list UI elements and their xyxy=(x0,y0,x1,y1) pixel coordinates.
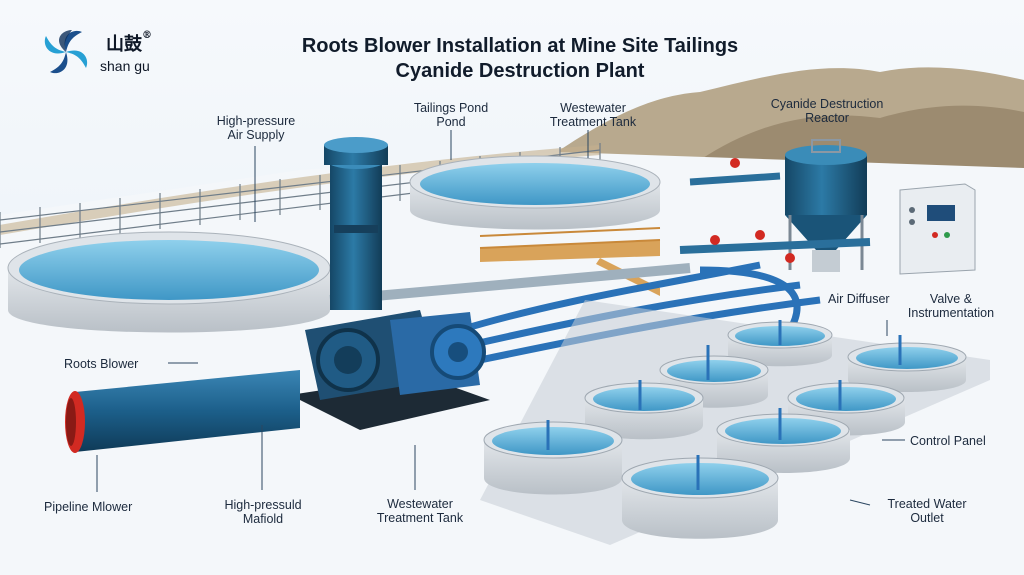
label-pipeline-blower: Pipeline Mlower xyxy=(44,500,133,514)
mountain-foothills xyxy=(700,105,1024,175)
pipeline-blower xyxy=(65,370,300,453)
label-wastewater-tank-bottom: Westewater Treatment Tank xyxy=(376,497,464,525)
label-valve-instrumentation: Valve & Instrumentation xyxy=(907,292,995,320)
aeration-tank xyxy=(847,342,967,392)
tailings-pond-upper xyxy=(409,155,661,230)
aeration-tank xyxy=(483,421,623,495)
control-panel-cabinet xyxy=(899,183,976,275)
label-wastewater-tank-top: Westewater Treatment Tank xyxy=(549,101,637,129)
roots-blower-unit xyxy=(290,137,490,430)
label-high-pressure-manifold: High-pressuld Mafiold xyxy=(224,498,302,526)
aeration-tank xyxy=(621,457,779,539)
label-leader-lines xyxy=(96,130,905,506)
label-roots-blower: Roots Blower xyxy=(64,357,139,371)
reactor-pipework xyxy=(679,158,871,263)
label-high-pressure-air-supply: High-pressure Air Supply xyxy=(216,114,296,142)
aeration-tank xyxy=(584,382,704,440)
aeration-tank-array xyxy=(480,300,990,545)
label-air-diffuser: Air Diffuser xyxy=(828,292,890,306)
brand-name-cn: 山鼓® xyxy=(106,30,152,55)
label-treated-water-outlet: Treated Water Outlet xyxy=(887,497,967,525)
tailings-pond-large xyxy=(7,231,331,333)
pinwheel-logo-icon xyxy=(44,30,88,74)
page-title: Roots Blower Installation at Mine Site T… xyxy=(200,34,840,84)
title-line-2: Cyanide Destruction Plant xyxy=(395,60,645,82)
label-control-panel: Control Panel xyxy=(910,434,986,448)
label-tailings-pond: Tailings Pond Pond xyxy=(413,101,489,129)
brand-name-en: shan gu xyxy=(100,58,150,74)
title-line-1: Roots Blower Installation at Mine Site T… xyxy=(301,35,739,57)
label-cyanide-reactor: Cyanide Destruction Reactor xyxy=(770,97,884,125)
